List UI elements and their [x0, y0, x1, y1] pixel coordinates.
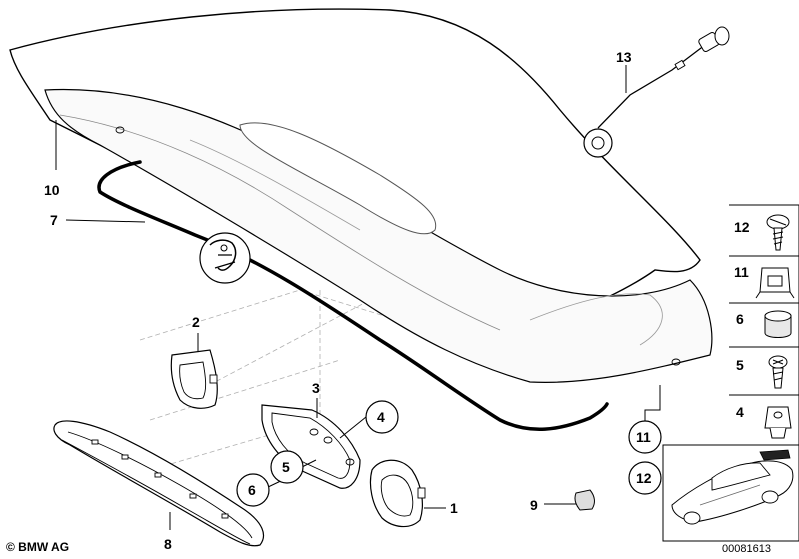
- sidebar-label-4: 4: [736, 404, 744, 420]
- copyright-text: © BMW AG: [6, 540, 70, 554]
- trunk-lid: [9, 8, 713, 383]
- fastener-sidebar: 12 11 6 5 4: [729, 204, 799, 446]
- cover-part-2: [170, 349, 218, 409]
- leader-lines: [55, 65, 661, 530]
- callout-11: 11: [636, 429, 651, 445]
- document-number: 00081613: [722, 543, 771, 555]
- clip-nut-icon: [755, 267, 795, 299]
- vehicle-thumbnail: [662, 444, 799, 542]
- handle-housing-3: [261, 404, 361, 489]
- plug-icon: [764, 310, 792, 338]
- callout-1: 1: [450, 500, 458, 516]
- sidebar-label-5: 5: [736, 357, 744, 373]
- trunk-cable: [583, 26, 730, 158]
- trunk-seal: [97, 160, 609, 431]
- cover-part-1: [369, 459, 426, 528]
- screw-icon: [766, 214, 790, 251]
- callout-2: 2: [192, 314, 200, 330]
- clip-part-9: [574, 489, 595, 511]
- circled-callouts: [236, 400, 662, 507]
- sidebar-label-6: 6: [736, 311, 744, 327]
- callout-5: 5: [282, 459, 290, 475]
- callout-7: 7: [50, 212, 58, 228]
- callout-10: 10: [44, 182, 60, 198]
- seal-clip-detail: [199, 232, 251, 284]
- self-tapping-screw-icon: [768, 355, 788, 389]
- callout-4: 4: [377, 409, 385, 425]
- sidebar-label-11: 11: [734, 264, 749, 280]
- grip-strip-8: [53, 420, 265, 547]
- nut-clip-icon: [764, 406, 792, 439]
- sidebar-label-12: 12: [734, 219, 750, 235]
- callout-12: 12: [636, 470, 652, 486]
- callout-9: 9: [530, 497, 538, 513]
- callout-8: 8: [164, 536, 172, 552]
- callout-6: 6: [248, 482, 256, 498]
- callout-13: 13: [616, 49, 632, 65]
- callout-3: 3: [312, 380, 320, 396]
